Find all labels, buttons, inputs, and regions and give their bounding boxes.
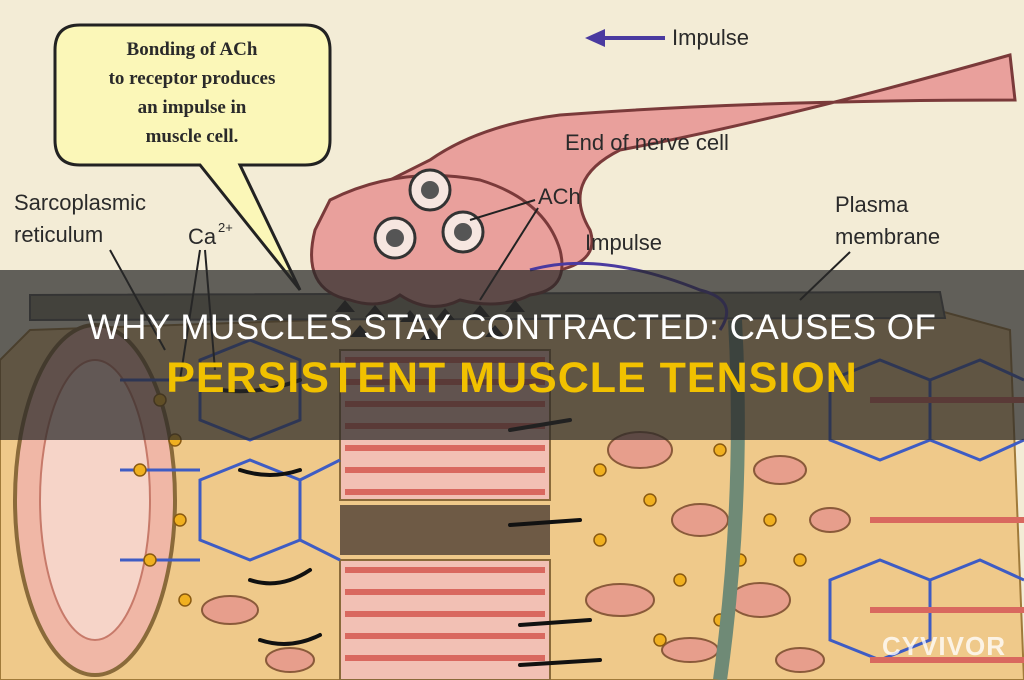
watermark-logo: CYVIVOR	[882, 631, 1006, 662]
title-line-2: PERSISTENT MUSCLE TENSION	[166, 354, 858, 403]
label-ca: Ca	[188, 224, 217, 249]
label-ach: ACh	[538, 184, 581, 209]
label-impulse-mid: Impulse	[585, 230, 662, 255]
title-line-1: WHY MUSCLES STAY CONTRACTED: CAUSES OF	[88, 308, 937, 348]
label-plasma-1: Plasma	[835, 192, 909, 217]
callout-line-3: an impulse in	[138, 97, 247, 118]
label-sarcoplasmic-1: Sarcoplasmic	[14, 190, 146, 215]
label-ca-superscript: 2+	[218, 220, 233, 235]
label-impulse-top: Impulse	[672, 25, 749, 50]
title-overlay: WHY MUSCLES STAY CONTRACTED: CAUSES OF P…	[0, 270, 1024, 440]
myofibril-block-lower	[340, 560, 550, 680]
label-end-nerve-cell: End of nerve cell	[565, 130, 729, 155]
callout-line-4: muscle cell.	[146, 126, 239, 147]
callout-line-2: to receptor produces	[109, 68, 276, 89]
callout-line-1: Bonding of ACh	[127, 39, 258, 60]
label-plasma-2: membrane	[835, 224, 940, 249]
label-sarcoplasmic-2: reticulum	[14, 222, 103, 247]
myofibril-gap	[340, 505, 550, 555]
